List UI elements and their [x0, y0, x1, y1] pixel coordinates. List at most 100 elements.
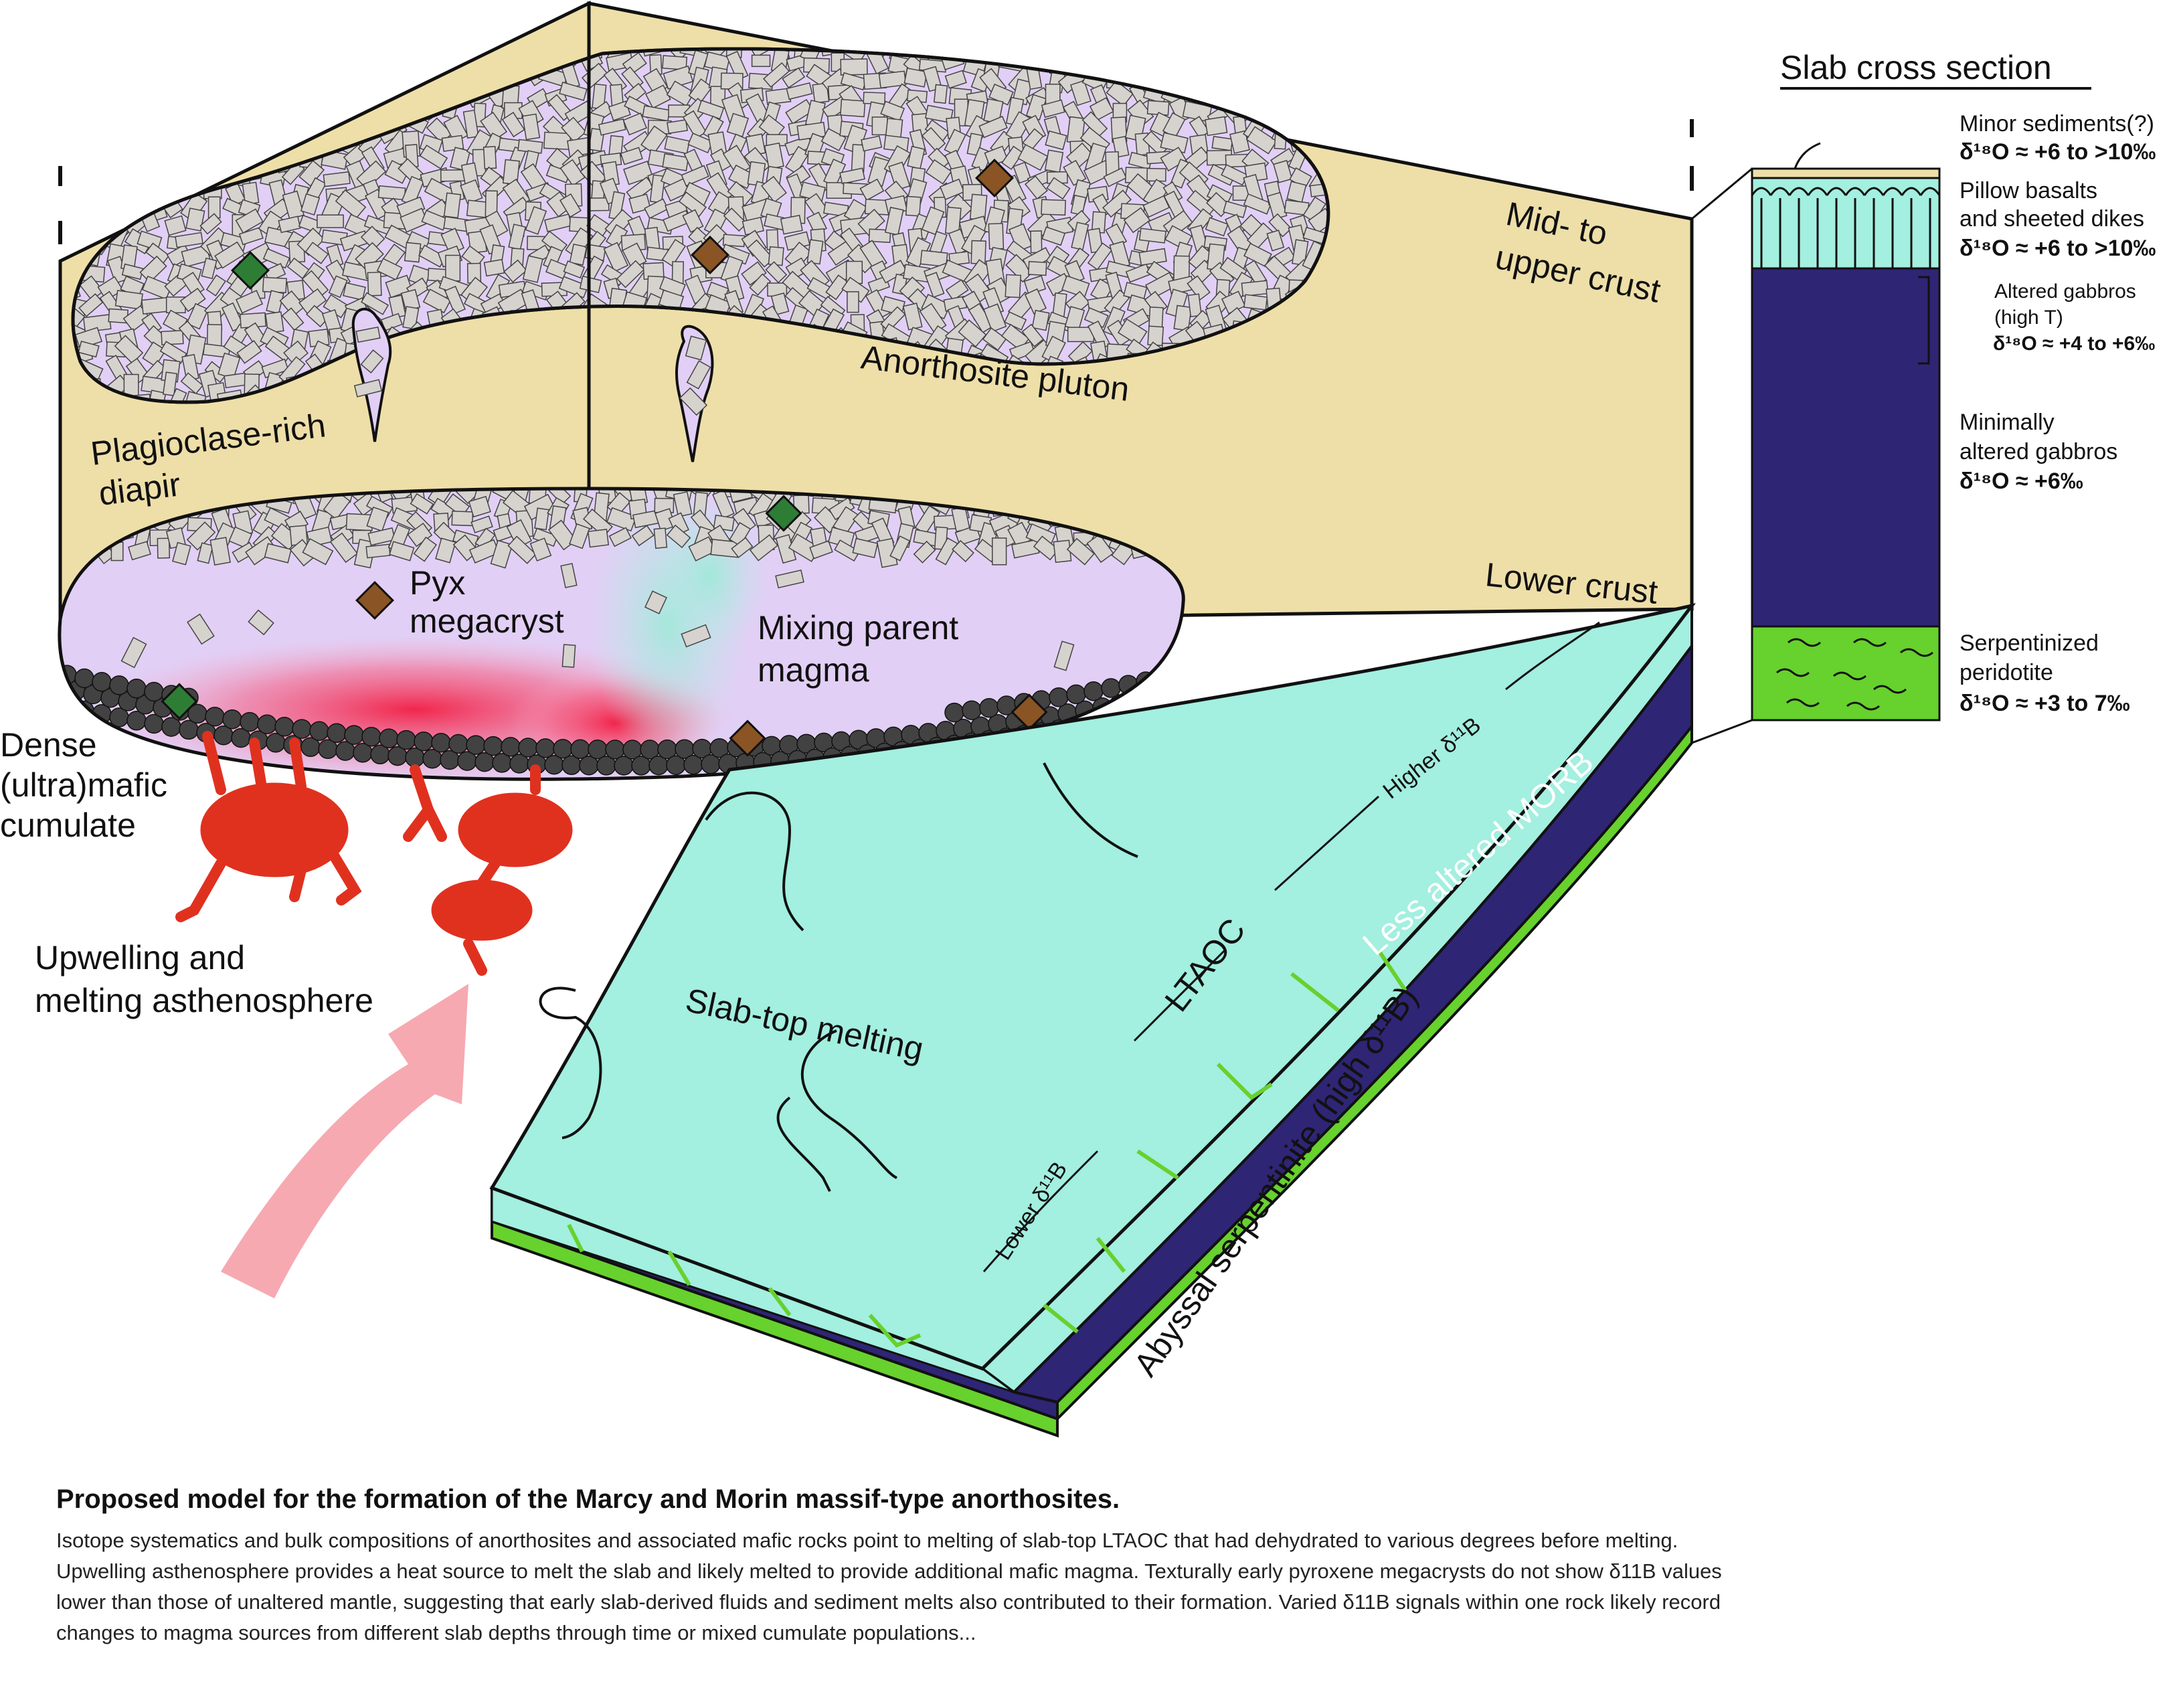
plagioclase-crystal: [161, 329, 184, 345]
plagioclase-crystal: [302, 538, 334, 566]
plagioclase-crystal: [503, 259, 527, 283]
plagioclase-crystal: [1222, 48, 1246, 62]
cumulate-crystal: [222, 709, 242, 730]
plagioclase-crystal: [141, 275, 173, 301]
cumulate-crystal: [553, 738, 573, 759]
plagioclase-crystal: [133, 83, 164, 108]
plagioclase-crystal: [1061, 275, 1090, 298]
plagioclase-crystal: [697, 100, 725, 120]
plagioclase-crystal: [184, 168, 209, 190]
plagioclase-crystal: [123, 149, 154, 176]
plagioclase-crystal: [93, 48, 124, 58]
plagioclase-crystal: [587, 197, 610, 211]
plagioclase-crystal: [761, 175, 787, 203]
layer-value: δ¹⁸O ≈ +6 to >10‰: [1960, 139, 2156, 165]
plagioclase-crystal: [1241, 280, 1269, 297]
plagioclase-crystal: [326, 48, 351, 56]
plagioclase-crystal: [419, 145, 448, 169]
plagioclase-crystal: [1021, 323, 1044, 347]
plagioclase-crystal: [92, 209, 104, 234]
plagioclase-crystal: [1309, 52, 1328, 74]
layer-value: δ¹⁸O ≈ +3 to 7‰: [1960, 691, 2130, 716]
plagioclase-crystal: [73, 48, 80, 63]
plagioclase-crystal: [1272, 48, 1294, 56]
plagioclase-crystal: [1187, 275, 1211, 301]
plagioclase-crystal: [319, 88, 347, 104]
plagioclase-crystal: [666, 80, 695, 107]
plagioclase-crystal: [141, 112, 165, 143]
plagioclase-crystal: [992, 537, 1007, 566]
plagioclase-crystal: [118, 102, 148, 126]
plagioclase-crystal: [217, 102, 249, 128]
cumulate-crystal: [274, 717, 294, 737]
plagioclase-crystal: [559, 159, 586, 187]
plagioclase-crystal: [335, 189, 367, 220]
plagioclase-crystal: [209, 537, 231, 566]
plagioclase-crystal: [640, 125, 668, 155]
plagioclase-crystal: [825, 274, 849, 301]
plagioclase-crystal: [117, 161, 141, 189]
plagioclase-crystal: [367, 271, 382, 296]
plagioclase-crystal: [780, 214, 803, 235]
plagioclase-crystal: [1223, 84, 1253, 104]
plagioclase-crystal: [73, 193, 82, 220]
cumulate-crystal: [126, 679, 147, 699]
plagioclase-crystal: [775, 569, 804, 589]
plagioclase-crystal: [1138, 228, 1166, 244]
cumulate-crystal: [144, 681, 164, 702]
plagioclase-crystal: [298, 160, 325, 187]
plagioclase-crystal: [364, 48, 392, 59]
green-megacryst: [765, 495, 802, 532]
plagioclase-crystal: [181, 100, 205, 125]
cumulate-crystal: [257, 714, 277, 735]
caption-title: Proposed model for the formation of the …: [56, 1484, 1120, 1514]
plagioclase-crystal: [365, 188, 391, 220]
asthenosphere-melt: [175, 731, 573, 976]
plagioclase-crystal: [1033, 535, 1059, 561]
cumulate-crystal: [483, 736, 503, 756]
cumulate-crystal: [59, 697, 77, 717]
plagioclase-crystal: [666, 524, 691, 549]
plagioclase-crystal: [933, 84, 948, 104]
plagioclase-crystal: [681, 165, 709, 187]
plagioclase-crystal: [653, 527, 668, 549]
plagioclase-crystal: [1043, 48, 1064, 58]
plagioclase-crystal: [435, 537, 456, 564]
layer-label: Serpentinized: [1960, 630, 2099, 656]
plagioclase-crystal: [1243, 87, 1268, 111]
plagioclase-crystal: [768, 246, 784, 266]
cumulate-crystal: [588, 739, 608, 760]
plagioclase-crystal: [749, 534, 779, 562]
plagioclase-crystal: [534, 507, 550, 531]
plagioclase-crystal: [266, 70, 282, 94]
cumulate-crystal: [1101, 678, 1121, 698]
plagioclase-crystal: [440, 169, 466, 182]
plagioclase-crystal: [806, 239, 824, 265]
plagioclase-crystal: [142, 341, 167, 367]
plagioclase-crystal: [73, 116, 90, 140]
plagioclase-crystal: [1284, 52, 1306, 76]
plagioclase-crystal: [1087, 52, 1113, 80]
plagioclase-crystal: [183, 114, 211, 143]
plagioclase-crystal: [445, 254, 461, 282]
plagioclase-crystal: [376, 258, 403, 281]
plagioclase-crystal: [205, 67, 220, 86]
plagioclase-crystal: [667, 119, 688, 135]
plagioclase-crystal: [644, 84, 671, 109]
plagioclase-crystal: [300, 193, 321, 216]
plagioclase-crystal: [470, 515, 493, 533]
plagioclase-crystal: [1030, 230, 1043, 254]
plagioclase-crystal: [179, 70, 205, 90]
plagioclase-crystal: [278, 356, 306, 386]
plagioclase-crystal: [398, 48, 424, 64]
plagioclase-crystal: [1291, 68, 1316, 92]
plagioclase-crystal: [948, 251, 970, 266]
plagioclase-crystal: [1053, 539, 1072, 564]
plagioclase-crystal: [76, 199, 108, 224]
cumulate-crystal: [205, 706, 225, 727]
plagioclase-crystal: [559, 82, 588, 101]
cumulate-crystal: [1153, 667, 1173, 688]
plagioclase-crystal: [1204, 116, 1228, 137]
plagioclase-crystal: [988, 223, 1005, 250]
plagioclase-crystal: [242, 130, 268, 160]
